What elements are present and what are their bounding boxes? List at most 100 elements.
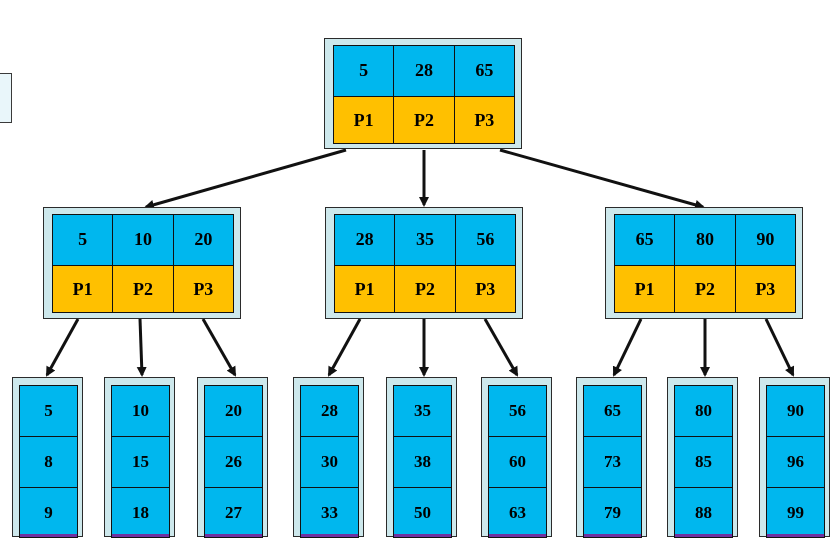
pointer-cell: P1: [615, 265, 675, 312]
leaf-key-cell: 56: [489, 386, 546, 437]
key-cell: 10: [112, 215, 173, 265]
partial-node-left-edge: [0, 73, 12, 123]
pointer-arrow: [201, 318, 237, 377]
pointer-cell: P2: [394, 265, 455, 312]
pointer-arrow: [45, 318, 80, 377]
leaf-key-cell: 85: [675, 437, 732, 488]
key-cell: 35: [394, 215, 455, 265]
leaf-link-strip: [112, 534, 169, 537]
pointer-arrow: [144, 148, 347, 210]
pointer-cell: P2: [674, 265, 735, 312]
leaf-link-strip: [675, 534, 732, 537]
pointer-cell: P1: [335, 265, 395, 312]
leaf-key-cell: 27: [205, 488, 262, 537]
leaf-key-cell: 9: [20, 488, 77, 537]
leaf-key-cell: 79: [584, 488, 641, 537]
leaf-key-cell: 28: [301, 386, 358, 437]
leaf-key-cell: 30: [301, 437, 358, 488]
key-cell: 28: [335, 215, 395, 265]
key-cell: 80: [674, 215, 735, 265]
pointer-cell: P2: [112, 265, 173, 312]
leaf-key-cell: 73: [584, 437, 641, 488]
pointer-cell: P1: [334, 96, 394, 143]
leaf-key-cell: 15: [112, 437, 169, 488]
pointer-cell: P3: [734, 265, 795, 312]
key-cell: 65: [615, 215, 675, 265]
key-cell: 90: [734, 215, 795, 265]
leaf-key-cell: 96: [767, 437, 824, 488]
key-cell: 20: [172, 215, 233, 265]
leaf-key-cell: 10: [112, 386, 169, 437]
leaf-key-cell: 26: [205, 437, 262, 488]
leaf-key-cell: 8: [20, 437, 77, 488]
key-cell: 65: [453, 46, 514, 96]
pointer-arrow: [327, 318, 362, 377]
pointer-arrow: [764, 318, 795, 377]
leaf-key-cell: 18: [112, 488, 169, 537]
leaf-key-cell: 80: [675, 386, 732, 437]
leaf-key-cell: 20: [205, 386, 262, 437]
leaf-key-cell: 5: [20, 386, 77, 437]
key-cell: 56: [454, 215, 515, 265]
pointer-cell: P2: [393, 96, 454, 143]
pointer-arrow: [483, 318, 519, 377]
leaf-link-strip: [301, 534, 358, 537]
leaf-link-strip: [394, 534, 451, 537]
key-cell: 5: [53, 215, 113, 265]
key-cell: 5: [334, 46, 394, 96]
leaf-link-strip: [20, 534, 77, 537]
leaf-link-strip: [489, 534, 546, 537]
key-cell: 28: [393, 46, 454, 96]
leaf-key-cell: 38: [394, 437, 451, 488]
leaf-key-cell: 50: [394, 488, 451, 537]
leaf-link-strip: [584, 534, 641, 537]
pointer-cell: P3: [454, 265, 515, 312]
pointer-arrow: [136, 318, 147, 377]
leaf-key-cell: 60: [489, 437, 546, 488]
leaf-key-cell: 90: [767, 386, 824, 437]
leaf-key-cell: 33: [301, 488, 358, 537]
leaf-key-cell: 35: [394, 386, 451, 437]
leaf-key-cell: 63: [489, 488, 546, 537]
pointer-cell: P1: [53, 265, 113, 312]
leaf-link-strip: [205, 534, 262, 537]
leaf-key-cell: 88: [675, 488, 732, 537]
pointer-cell: P3: [453, 96, 514, 143]
